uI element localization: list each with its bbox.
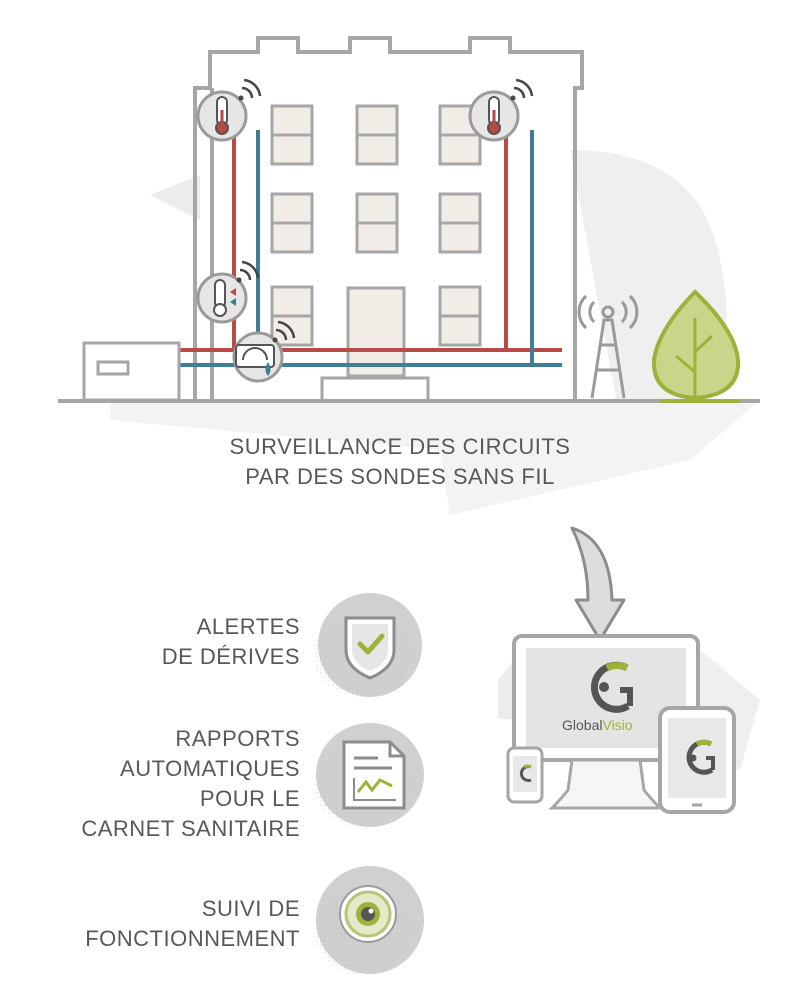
feature-label-line: POUR LE [199,786,300,811]
thermometer-sensor-icon [468,78,534,142]
globalvisio-logo-icon: GlobalVisio [562,661,633,733]
report-chart-icon [342,740,406,810]
flow-meter-sensor-icon [232,320,296,383]
feature-label-line: SUIVI DE [201,896,300,921]
main-caption-line2: PAR DES SONDES SANS FIL [245,464,555,489]
logo-wordmark: GlobalVisio [562,717,633,733]
down-arrow-icon [570,526,626,642]
thermometer-sensor-icon [196,78,262,142]
gauge-eye-icon [339,885,397,943]
feature-label-line: ALERTES [196,614,300,639]
shield-check-icon [344,616,396,680]
feature-label-line: AUTOMATIQUES [120,756,300,781]
boiler-unit [82,341,181,402]
tablet-device [658,706,736,814]
feature-label-line: FONCTIONNEMENT [85,926,300,951]
desktop-monitor [512,634,700,810]
feature-label-line: CARNET SANITAIRE [81,816,300,841]
tree-icon [651,289,741,403]
alerts-badge [314,593,422,697]
monitor-badge [314,866,424,974]
building-windows [270,104,482,347]
devices-illustration: GlobalVisio [498,634,760,814]
feature-label-line: RAPPORTS [175,726,300,751]
main-caption: SURVEILLANCE DES CIRCUITS PAR DES SONDES… [150,432,650,492]
feature-label-reports: RAPPORTS AUTOMATIQUES POUR LE CARNET SAN… [0,724,300,844]
antenna-tower-icon [577,294,639,399]
building-door [320,286,430,400]
reports-badge [314,723,424,827]
feature-label-alerts: ALERTES DE DÉRIVES [0,612,300,672]
main-caption-line1: SURVEILLANCE DES CIRCUITS [229,434,571,459]
feature-label-monitor: SUIVI DE FONCTIONNEMENT [0,894,300,954]
phone-device [506,746,544,804]
thermometer-sensor-icon [196,260,260,324]
feature-label-line: DE DÉRIVES [161,644,300,669]
